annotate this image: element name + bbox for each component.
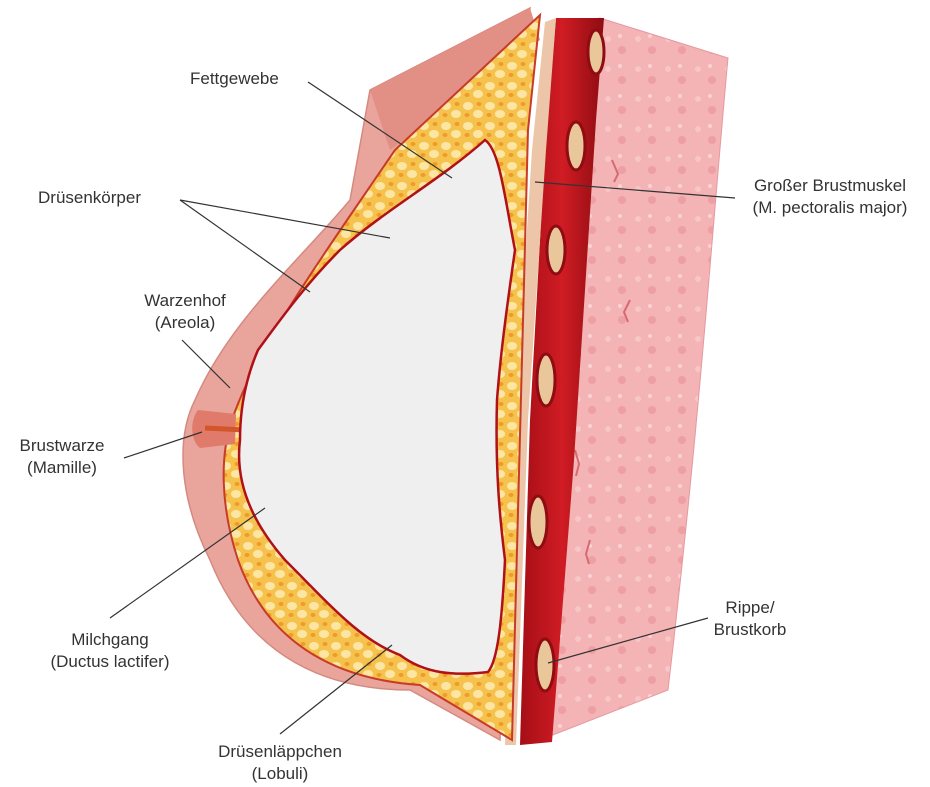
label-druesenkoerper-text: Drüsenkörper: [38, 187, 141, 209]
label-brustwarze: Brustwarze (Mamille): [12, 435, 112, 479]
rib: [537, 354, 555, 406]
label-warzenhof-sub: (Areola): [130, 312, 240, 334]
label-rippe: Rippe/ Brustkorb: [705, 597, 795, 641]
label-brustmuskel-sub: (M. pectoralis major): [735, 197, 925, 219]
label-fettgewebe-text: Fettgewebe: [190, 68, 279, 90]
rib: [529, 496, 547, 548]
label-brustwarze-text: Brustwarze: [12, 435, 112, 457]
rib: [567, 122, 585, 170]
rib: [547, 226, 565, 274]
label-brustmuskel-text: Großer Brustmuskel: [735, 175, 925, 197]
label-druesenlaeppchen-text: Drüsenläppchen: [200, 741, 360, 763]
rib: [536, 639, 554, 691]
label-milchgang-text: Milchgang: [35, 629, 185, 651]
label-rippe-sub: Brustkorb: [705, 619, 795, 641]
label-milchgang-sub: (Ductus lactifer): [35, 651, 185, 673]
label-warzenhof: Warzenhof (Areola): [130, 290, 240, 334]
label-fettgewebe: Fettgewebe: [190, 68, 279, 90]
label-druesenlaeppchen: Drüsenläppchen (Lobuli): [200, 741, 360, 785]
label-brustwarze-sub: (Mamille): [12, 457, 112, 479]
label-druesenkoerper: Drüsenkörper: [38, 187, 141, 209]
label-milchgang: Milchgang (Ductus lactifer): [35, 629, 185, 673]
label-rippe-text: Rippe/: [705, 597, 795, 619]
leader-druesenkoerper-2: [180, 200, 310, 292]
label-druesenlaeppchen-sub: (Lobuli): [200, 763, 360, 785]
label-brustmuskel: Großer Brustmuskel (M. pectoralis major): [735, 175, 925, 219]
rib: [588, 30, 604, 74]
label-warzenhof-text: Warzenhof: [130, 290, 240, 312]
